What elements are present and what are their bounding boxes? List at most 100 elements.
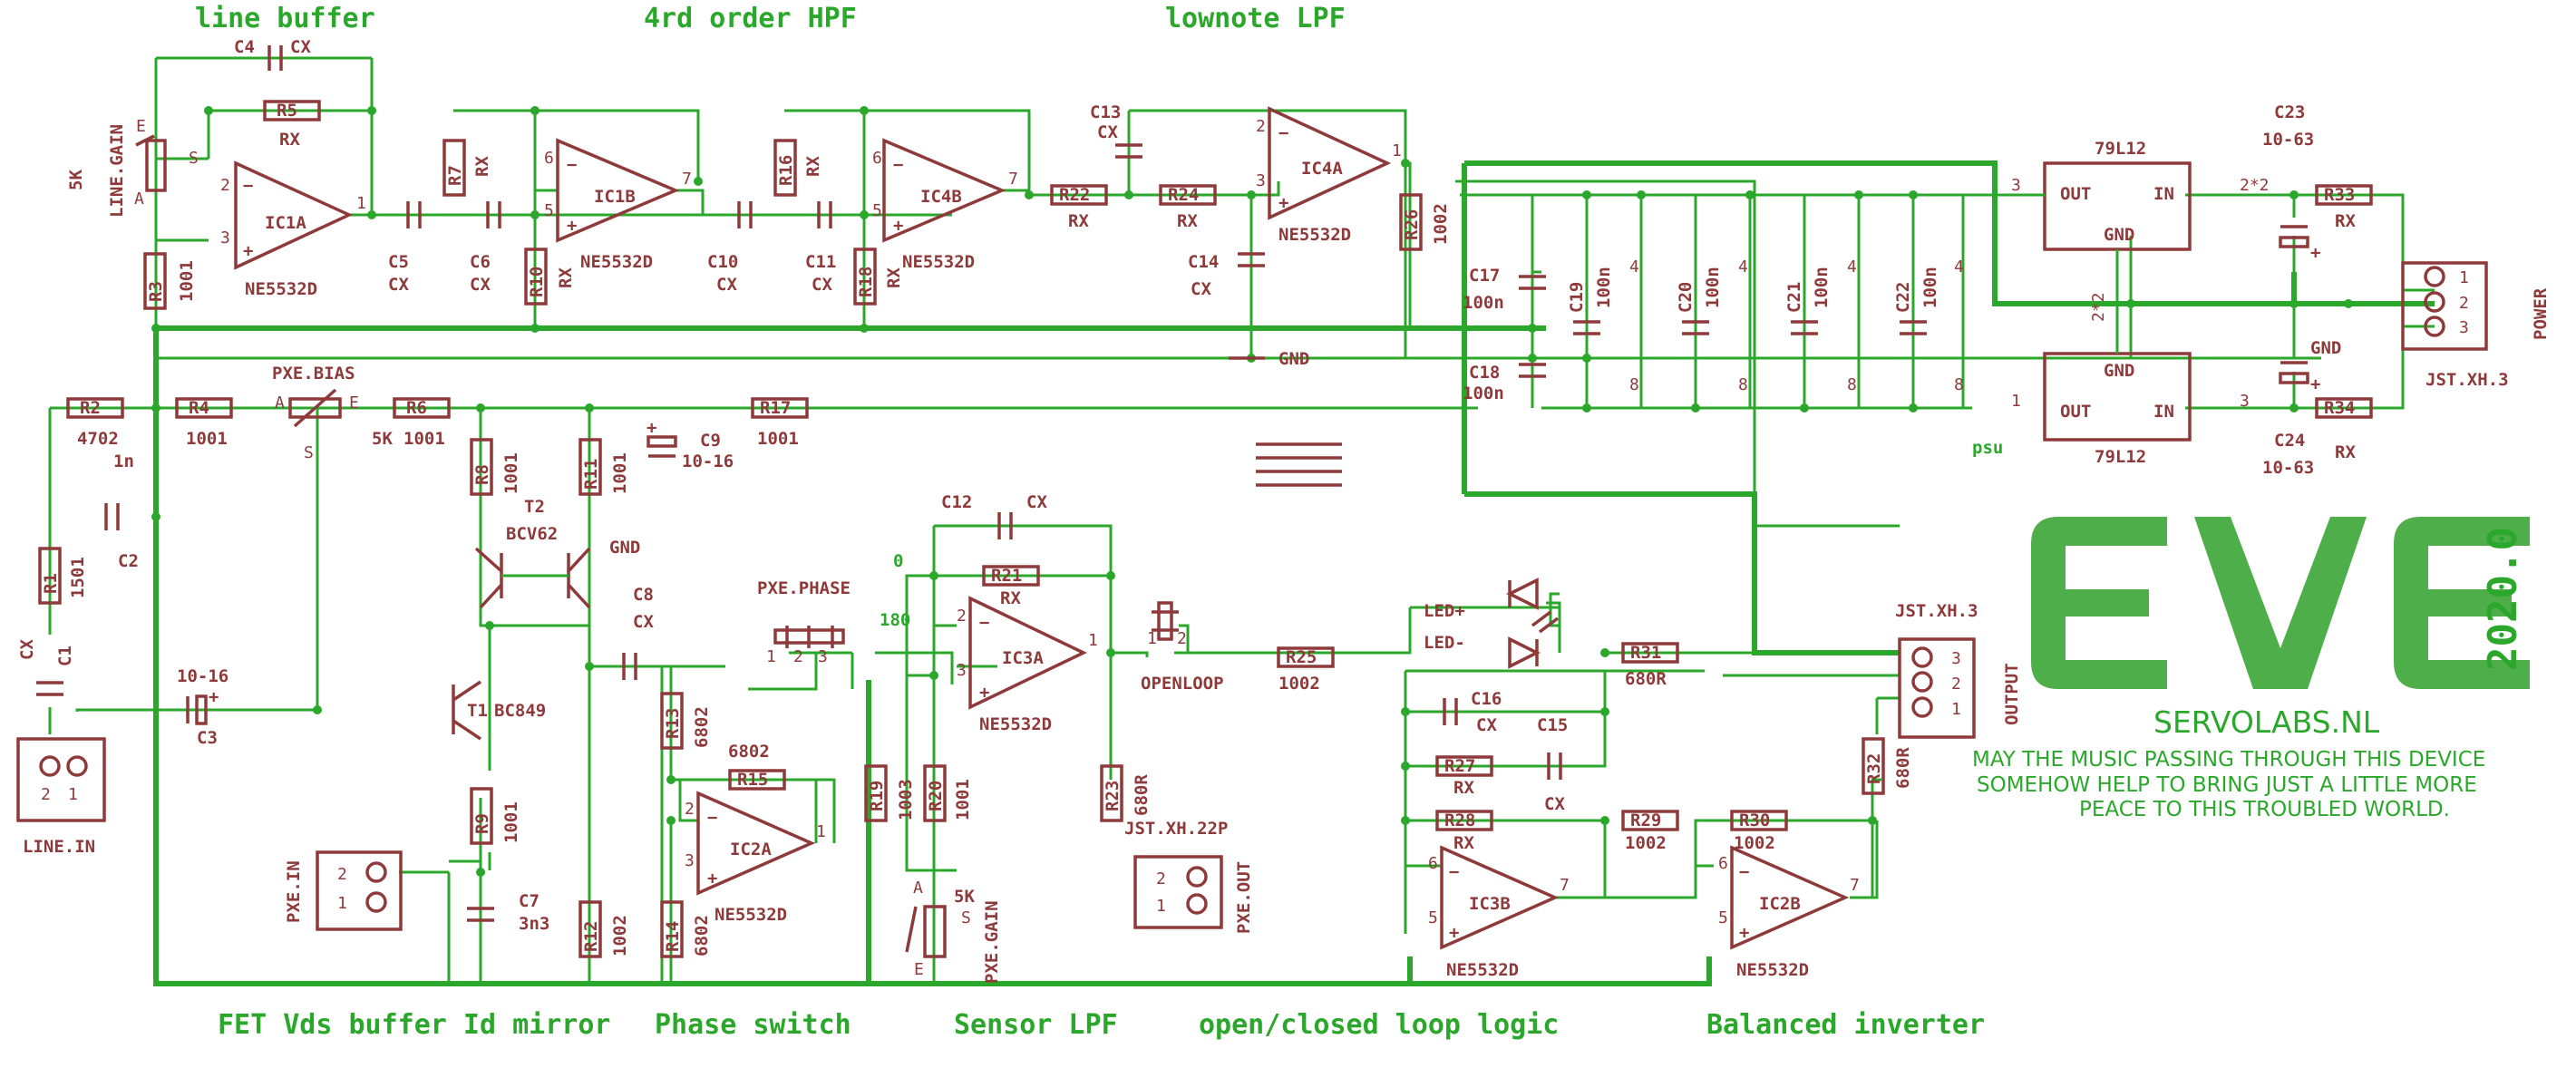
- svg-text:R33: R33: [2324, 185, 2355, 205]
- svg-text:BC849: BC849: [494, 701, 546, 721]
- svg-text:RX: RX: [2335, 211, 2356, 231]
- svg-text:E: E: [349, 393, 359, 413]
- svg-text:3: 3: [2240, 392, 2250, 411]
- resistor-r7: [442, 139, 466, 197]
- svg-text:C19: C19: [1567, 282, 1587, 313]
- pot-pxe-gain: PXE.GAIN 5K AE S: [905, 879, 1002, 984]
- svg-text:CX: CX: [17, 639, 37, 660]
- svg-text:4: 4: [1954, 257, 1964, 277]
- svg-text:PXE.OUT: PXE.OUT: [1234, 861, 1254, 934]
- svg-text:1: 1: [1147, 629, 1157, 648]
- svg-text:C6: C6: [470, 252, 491, 272]
- svg-text:LED-: LED-: [1424, 633, 1465, 653]
- resistor-r23: [1100, 764, 1123, 822]
- resistors: R5 RX R3 1001 R7 RX R10 RX R16 RX R18 RX…: [38, 100, 2373, 958]
- svg-text:R34: R34: [2324, 398, 2355, 418]
- svg-text:R2: R2: [80, 398, 101, 418]
- ground-rails: [153, 160, 2435, 986]
- ic2b-part: NE5532D: [1736, 960, 1809, 980]
- resistor-r9: [470, 787, 493, 845]
- svg-text:1001: 1001: [501, 801, 521, 843]
- svg-text:JST.XH.22P: JST.XH.22P: [1124, 819, 1228, 839]
- svg-text:R1: R1: [41, 573, 61, 594]
- svg-text:1001: 1001: [953, 779, 973, 820]
- svg-text:PXE.GAIN: PXE.GAIN: [982, 900, 1002, 984]
- svg-text:T2: T2: [524, 497, 545, 517]
- ic3a-name: IC3A: [1002, 648, 1044, 668]
- svg-text:CX: CX: [812, 275, 832, 295]
- svg-text:CX: CX: [1544, 794, 1565, 814]
- svg-text:1: 1: [766, 647, 776, 666]
- ic4b-name: IC4B: [920, 187, 962, 207]
- svg-text:2: 2: [1156, 869, 1166, 888]
- ic1a-name: IC1A: [265, 213, 306, 233]
- svg-text:2*2: 2*2: [2240, 176, 2270, 195]
- svg-text:2: 2: [1256, 117, 1266, 136]
- svg-text:R3: R3: [146, 281, 166, 302]
- svg-text:C1: C1: [55, 646, 75, 666]
- resistor-r8: [470, 438, 493, 496]
- brand-year: 2020.0: [2480, 527, 2526, 671]
- resistor-r4: [175, 397, 233, 419]
- ic1a-part: NE5532D: [245, 279, 317, 299]
- svg-text:BCV62: BCV62: [506, 524, 558, 544]
- svg-text:+: +: [1278, 193, 1288, 213]
- svg-text:C14: C14: [1188, 252, 1219, 272]
- svg-text:−: −: [1278, 123, 1288, 143]
- svg-text:C24: C24: [2274, 431, 2305, 451]
- svg-text:C7: C7: [519, 891, 540, 911]
- svg-text:RX: RX: [472, 156, 492, 177]
- svg-text:100n: 100n: [1920, 267, 1940, 308]
- svg-text:4: 4: [1847, 257, 1857, 277]
- svg-text:+: +: [2310, 374, 2320, 394]
- svg-text:+: +: [707, 869, 717, 888]
- svg-text:1: 1: [2011, 392, 2021, 411]
- svg-text:3: 3: [1951, 649, 1961, 668]
- resistor-r16: [773, 139, 797, 197]
- section-hpf: 4rd order HPF: [644, 3, 857, 34]
- svg-text:JST.XH.3: JST.XH.3: [2425, 370, 2509, 390]
- opamp-ic3b: 657 −+ IC3B NE5532D: [1428, 845, 1570, 980]
- svg-text:LINE.IN: LINE.IN: [23, 837, 95, 857]
- svg-text:GND: GND: [2104, 361, 2134, 381]
- resistor-r6: [393, 397, 451, 419]
- resistor-r28: [1435, 810, 1493, 831]
- svg-text:3: 3: [2459, 318, 2469, 337]
- resistor-r26: [1399, 193, 1423, 251]
- svg-text:R24: R24: [1168, 185, 1199, 205]
- svg-text:10-63: 10-63: [2262, 458, 2314, 478]
- svg-text:2: 2: [41, 785, 51, 804]
- svg-text:1002: 1002: [610, 915, 630, 956]
- svg-text:0: 0: [893, 551, 903, 571]
- svg-text:R13: R13: [663, 708, 683, 739]
- ic4a-name: IC4A: [1301, 159, 1343, 179]
- svg-text:R23: R23: [1103, 781, 1123, 811]
- svg-text:1501: 1501: [68, 557, 88, 598]
- svg-text:1002: 1002: [1625, 833, 1667, 853]
- svg-text:6802: 6802: [728, 742, 770, 762]
- svg-text:10-16: 10-16: [177, 666, 228, 686]
- svg-text:RX: RX: [556, 267, 576, 288]
- svg-text:C15: C15: [1537, 715, 1568, 735]
- svg-text:CX: CX: [1097, 122, 1118, 142]
- svg-text:7: 7: [1560, 876, 1570, 895]
- svg-text:CX: CX: [716, 275, 737, 295]
- resistor-r19: [864, 764, 888, 822]
- svg-text:R26: R26: [1402, 209, 1422, 240]
- ic1b-part: NE5532D: [580, 252, 653, 272]
- svg-text:LED+: LED+: [1424, 601, 1465, 621]
- svg-text:RX: RX: [884, 267, 904, 288]
- svg-text:C17: C17: [1469, 266, 1500, 286]
- svg-text:C21: C21: [1784, 282, 1804, 313]
- svg-text:2: 2: [1177, 629, 1187, 648]
- svg-text:1n: 1n: [113, 451, 134, 471]
- svg-text:5: 5: [544, 201, 554, 220]
- svg-text:R30: R30: [1739, 811, 1770, 830]
- svg-text:R21: R21: [991, 566, 1022, 586]
- resistor-r33: [2315, 184, 2373, 206]
- svg-text:C2: C2: [118, 551, 139, 571]
- svg-text:1001: 1001: [177, 260, 197, 302]
